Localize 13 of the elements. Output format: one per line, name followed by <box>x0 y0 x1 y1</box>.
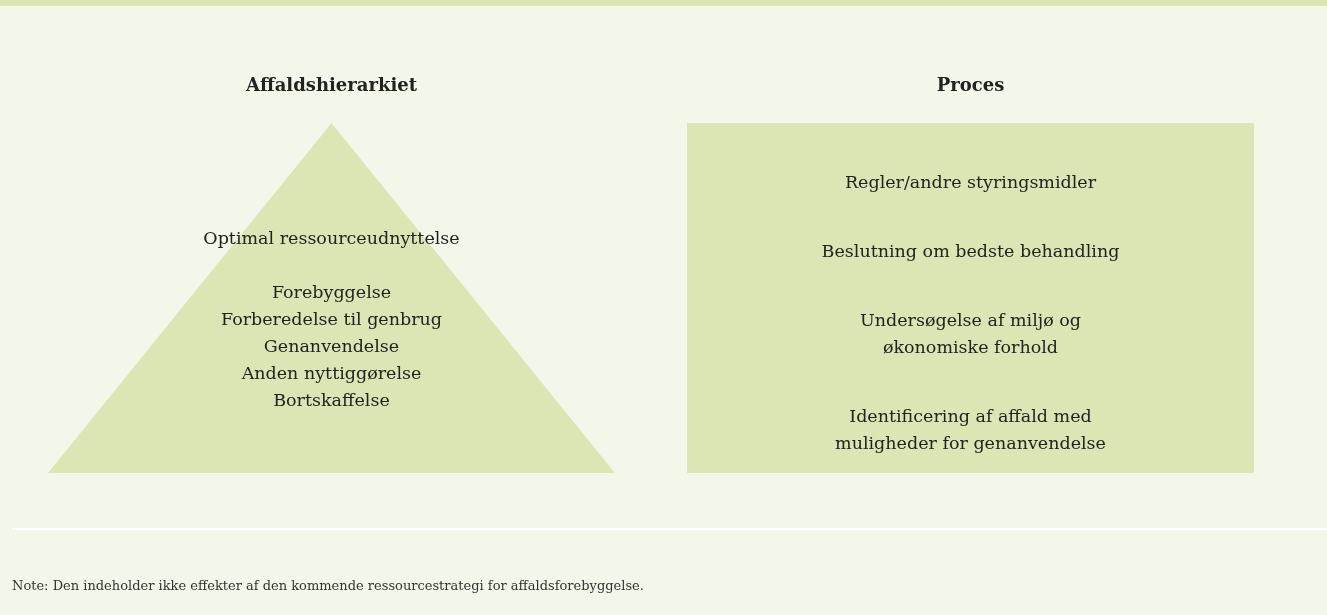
note: Note: Den indeholder ikke effekter af den kommende ressourcestrategi for affaldsforebyggelse. <box>12 578 644 593</box>
process-step: Undersøgelse af miljø og økonomiske forhold <box>805 307 1136 361</box>
section-heading: Proces <box>936 73 1005 97</box>
hierarchy-level: Anden nyttiggørelse <box>241 362 422 385</box>
hierarchy-summary: Optimal ressourceudnyttelse <box>203 227 460 250</box>
process-step: Beslutning om bedste behandling <box>821 238 1120 265</box>
process-step: Identificering af affald med muligheder for genanvendelse <box>805 403 1136 457</box>
hierarchy-level: Genanvendelse <box>263 335 400 358</box>
hierarchy-level: Forberedelse til genbrug <box>220 308 443 331</box>
hierarchy-level: Forebyggelse <box>271 281 392 304</box>
hierarchy-level: Bortskaffelse <box>273 389 390 412</box>
process-step: Regler/andre styringsmidler <box>844 169 1097 196</box>
section-heading: Affaldshierarkiet <box>245 73 417 97</box>
